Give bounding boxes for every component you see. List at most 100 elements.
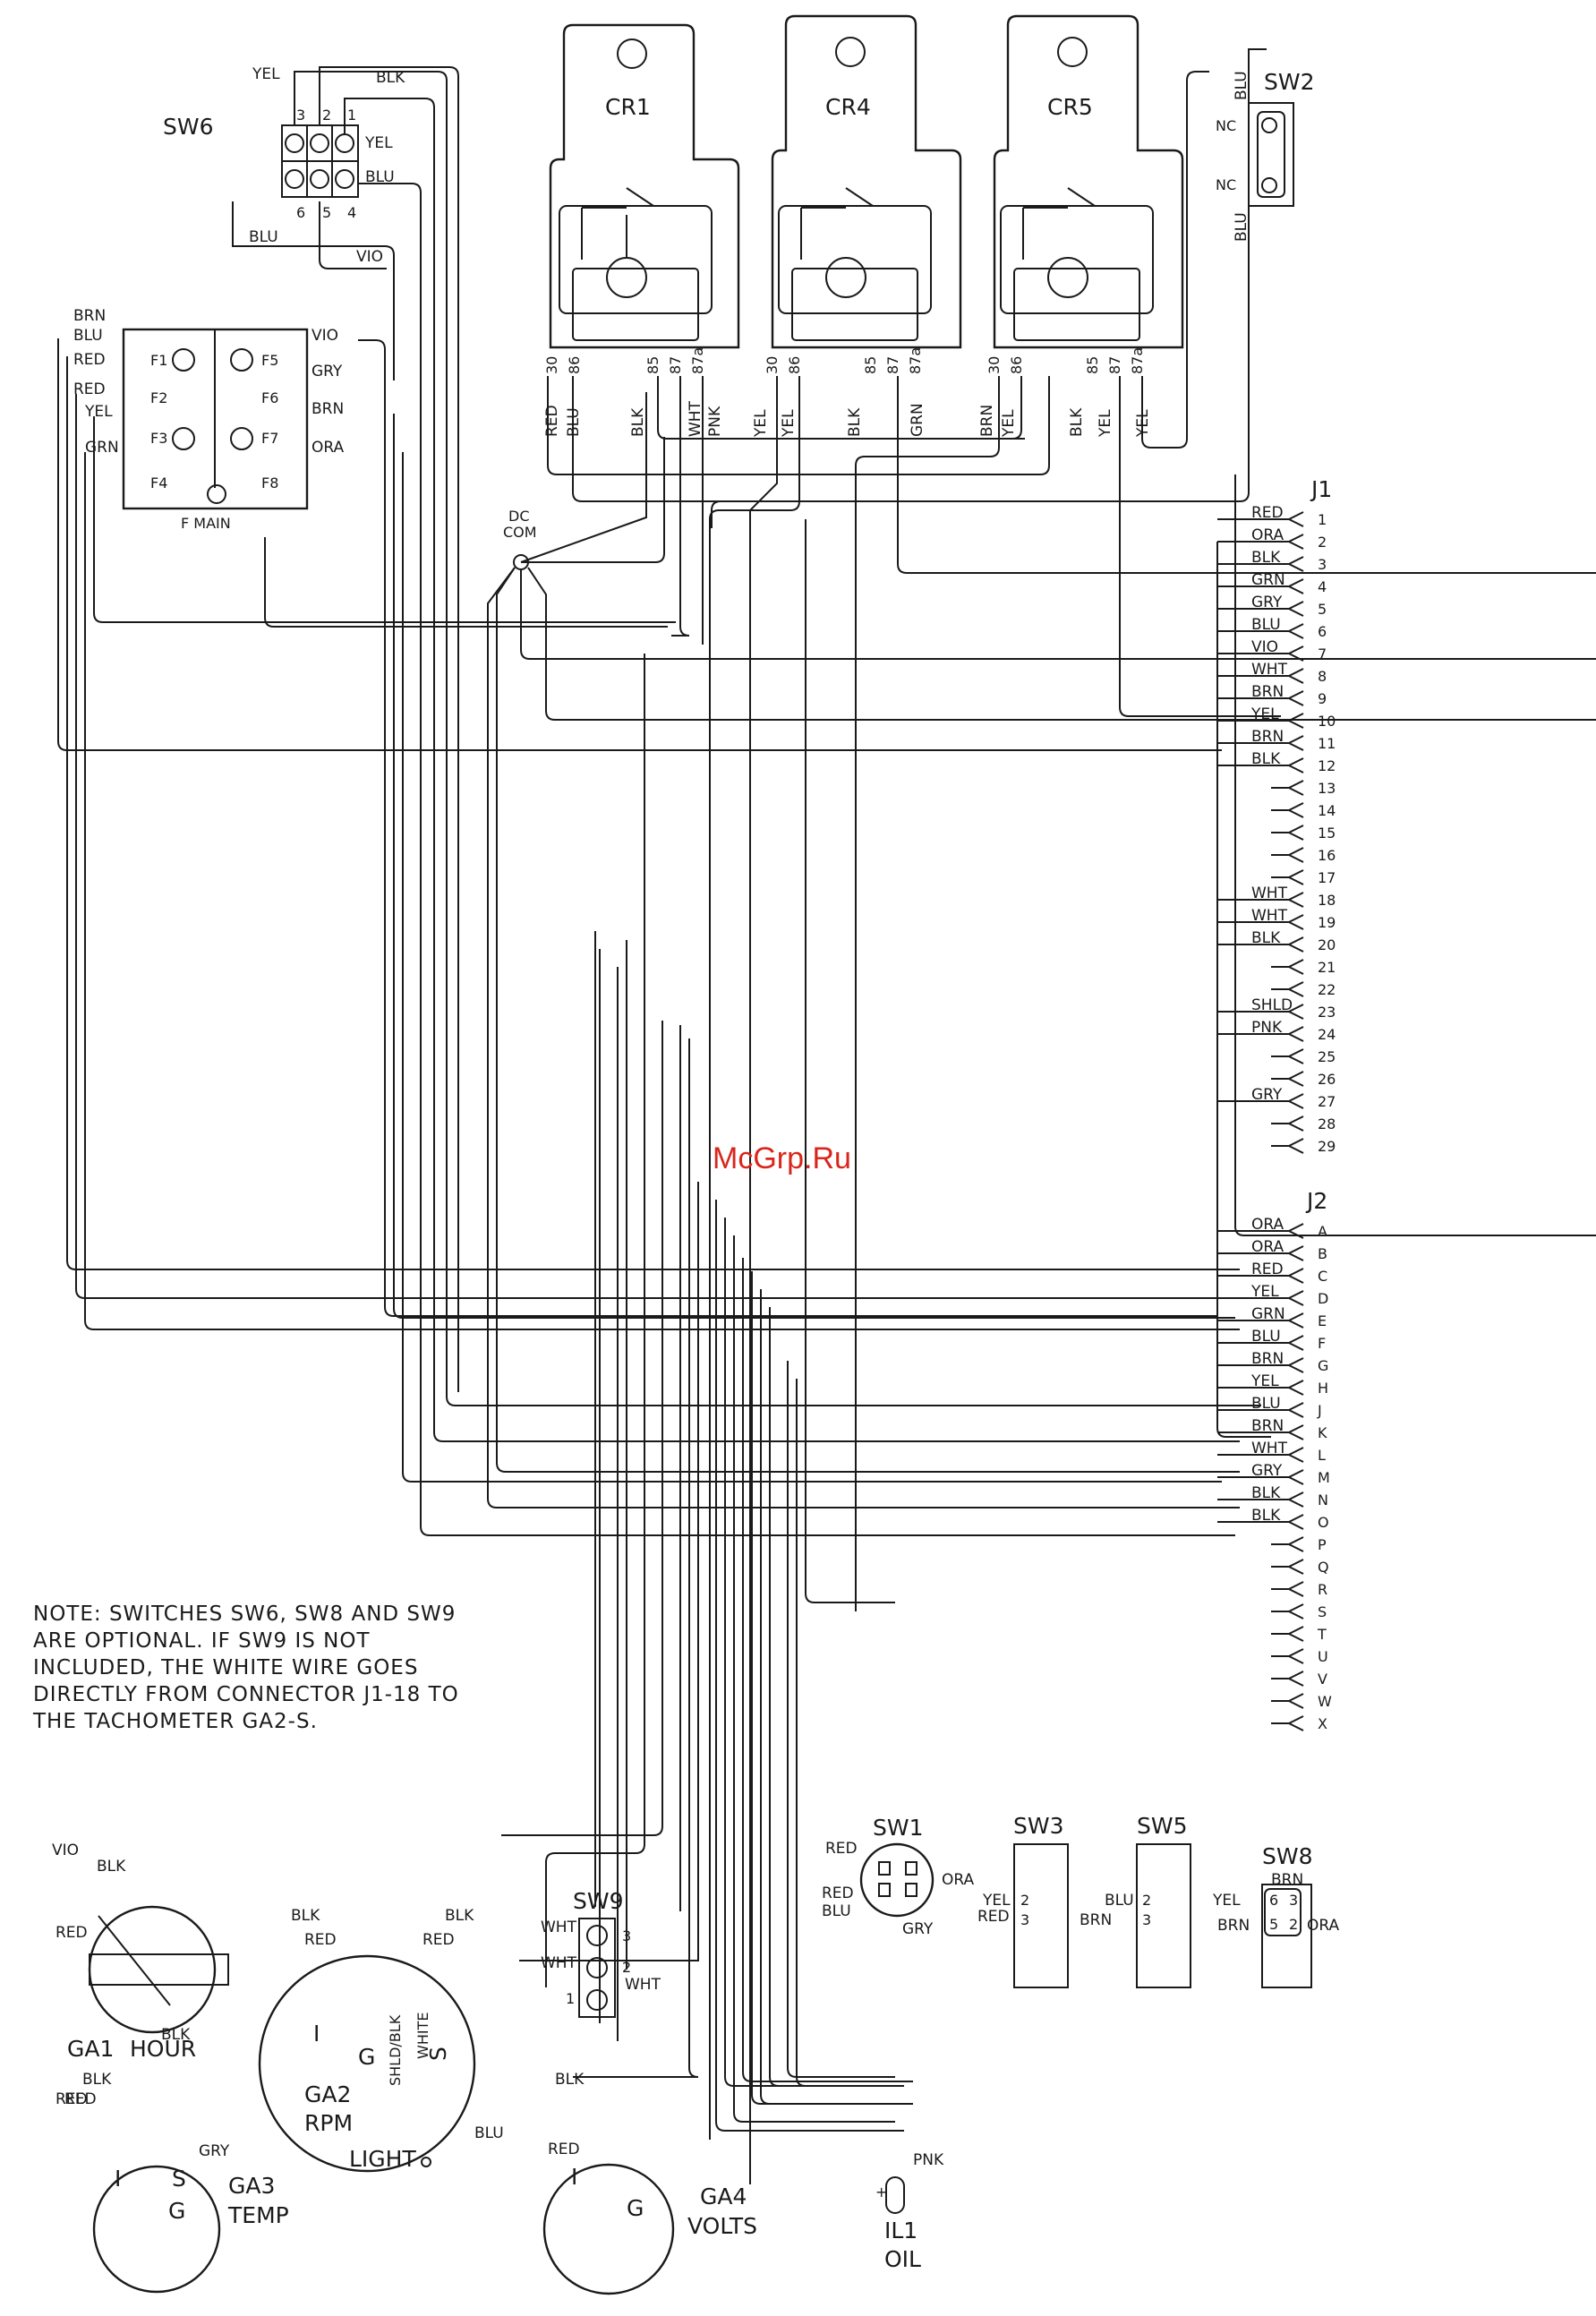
wire-label: PNK <box>913 2151 944 2169</box>
pin-number: 20 <box>1318 936 1336 953</box>
il1-label: OIL <box>884 2246 921 2272</box>
wire-label: GRN <box>85 439 119 457</box>
sw1-label: SW1 <box>873 1815 924 1841</box>
pin-wire-label: RED <box>1251 1261 1284 1278</box>
wire-label: YEL <box>1000 409 1018 438</box>
wire-label: 2 <box>1142 1892 1151 1909</box>
pin-chevron <box>1271 556 1304 572</box>
wire-label: BLU <box>365 168 395 186</box>
gauge-ga4: GA4 VOLTS I G <box>542 2163 757 2295</box>
wire-label: GRY <box>312 363 343 380</box>
sw2-label: SW2 <box>1264 69 1315 95</box>
pin-chevron <box>1271 1357 1304 1373</box>
wire-label: VIO <box>312 327 338 345</box>
pin-chevron <box>1271 1312 1304 1329</box>
pin-wire-label: WHT <box>1251 907 1288 925</box>
note-line: THE TACHOMETER GA2-S. <box>32 1710 318 1733</box>
relay-pin: 85 <box>1084 356 1101 374</box>
pin-chevron <box>1271 780 1304 796</box>
pin-number: M <box>1318 1469 1330 1486</box>
j1-pin-row: 26 <box>1271 1071 1336 1088</box>
pin-chevron <box>1271 1626 1304 1642</box>
wire-label: BRN <box>1217 1917 1250 1935</box>
wire-label: BLK <box>846 407 864 437</box>
pin-number: 8 <box>1318 668 1327 685</box>
ga4-pin: G <box>627 2195 644 2221</box>
pin-number: 12 <box>1318 757 1336 774</box>
pin-number: 28 <box>1318 1115 1336 1132</box>
wire-label: RED <box>822 1884 854 1902</box>
pin-chevron <box>1271 1245 1304 1261</box>
wire-label: RED <box>55 2090 88 2108</box>
wire-label: BRN <box>1271 1871 1303 1889</box>
cr5-label: CR5 <box>1047 94 1093 120</box>
j1-pin-row: 29 <box>1271 1138 1336 1155</box>
pin-wire-label: BRN <box>1251 683 1284 701</box>
pin-number: V <box>1318 1671 1327 1688</box>
pin-wire-label: YEL <box>1250 1283 1279 1301</box>
sw2-nc: NC <box>1216 176 1236 193</box>
pin-chevron <box>1271 578 1304 594</box>
pin-chevron <box>1271 1671 1304 1687</box>
pin-wire-label: RED <box>1251 504 1284 522</box>
dc-com-node: DC COM <box>503 508 537 570</box>
wire-label: 2 <box>622 1959 631 1976</box>
pin-chevron <box>1271 1138 1304 1154</box>
pin-number: 11 <box>1318 735 1336 752</box>
pin-number: Q <box>1318 1559 1329 1576</box>
j2-pin-row: X <box>1271 1715 1327 1732</box>
j2-pin-row: P <box>1271 1536 1327 1553</box>
j1-pin-row: 17 <box>1271 869 1336 886</box>
fuse-label: F2 <box>150 389 167 406</box>
note-line: DIRECTLY FROM CONNECTOR J1-18 TO <box>33 1683 459 1706</box>
ga1-label: HOUR <box>130 2036 196 2062</box>
wire-label: RED <box>304 1931 337 1949</box>
wire-label: BLU <box>73 327 103 345</box>
pin-chevron <box>1271 981 1304 997</box>
pin-chevron <box>1271 1491 1304 1508</box>
pin-number: T <box>1317 1626 1327 1643</box>
wire-label: RED <box>73 380 106 398</box>
pin-chevron <box>1271 1115 1304 1132</box>
wire-label: BLK <box>445 1907 474 1925</box>
wire-label: BLK <box>1068 407 1086 437</box>
wire-label: RED <box>422 1931 455 1949</box>
ga2-pin: G <box>358 2044 375 2070</box>
sw6-terminal: 2 <box>322 107 331 124</box>
pin-number: N <box>1318 1491 1328 1508</box>
pin-chevron <box>1271 1093 1304 1109</box>
j1-pin-row: 21 <box>1271 959 1336 976</box>
pin-number: B <box>1318 1245 1327 1262</box>
gauge-ga1: GA1 HOUR <box>67 1905 229 2062</box>
j2-pin-row: S <box>1271 1603 1327 1620</box>
ga4-label: VOLTS <box>687 2213 757 2239</box>
pin-wire-label: BLK <box>1251 750 1281 768</box>
j2-pin-row: U <box>1271 1648 1328 1665</box>
pin-number: 13 <box>1318 780 1336 797</box>
harness-wiring <box>57 48 1596 2184</box>
wire-label: BRN <box>1080 1911 1112 1929</box>
switch-sw6: SW6 3 2 1 6 5 4 YEL BLK YEL BLU BLU VIO <box>163 65 405 266</box>
lamp-il1: IL1 OIL <box>884 2176 921 2272</box>
pin-chevron <box>1271 1026 1304 1042</box>
j2-pin-row: Q <box>1271 1559 1329 1576</box>
relay-pin-labels: 30 86 85 87 87a 30 86 85 87 87a 30 86 85… <box>543 347 1146 374</box>
wire-label: BLK <box>82 2071 112 2089</box>
gauge-ga3: GA3 TEMP I S G <box>92 2165 289 2294</box>
pin-wire-label: ORA <box>1251 526 1284 544</box>
sw6-terminal: 5 <box>322 204 331 221</box>
ga3-label: GA3 <box>228 2173 275 2199</box>
pin-number: R <box>1318 1581 1327 1598</box>
wire-label: RED <box>64 2090 97 2108</box>
pin-wire-label: ORA <box>1251 1216 1284 1234</box>
